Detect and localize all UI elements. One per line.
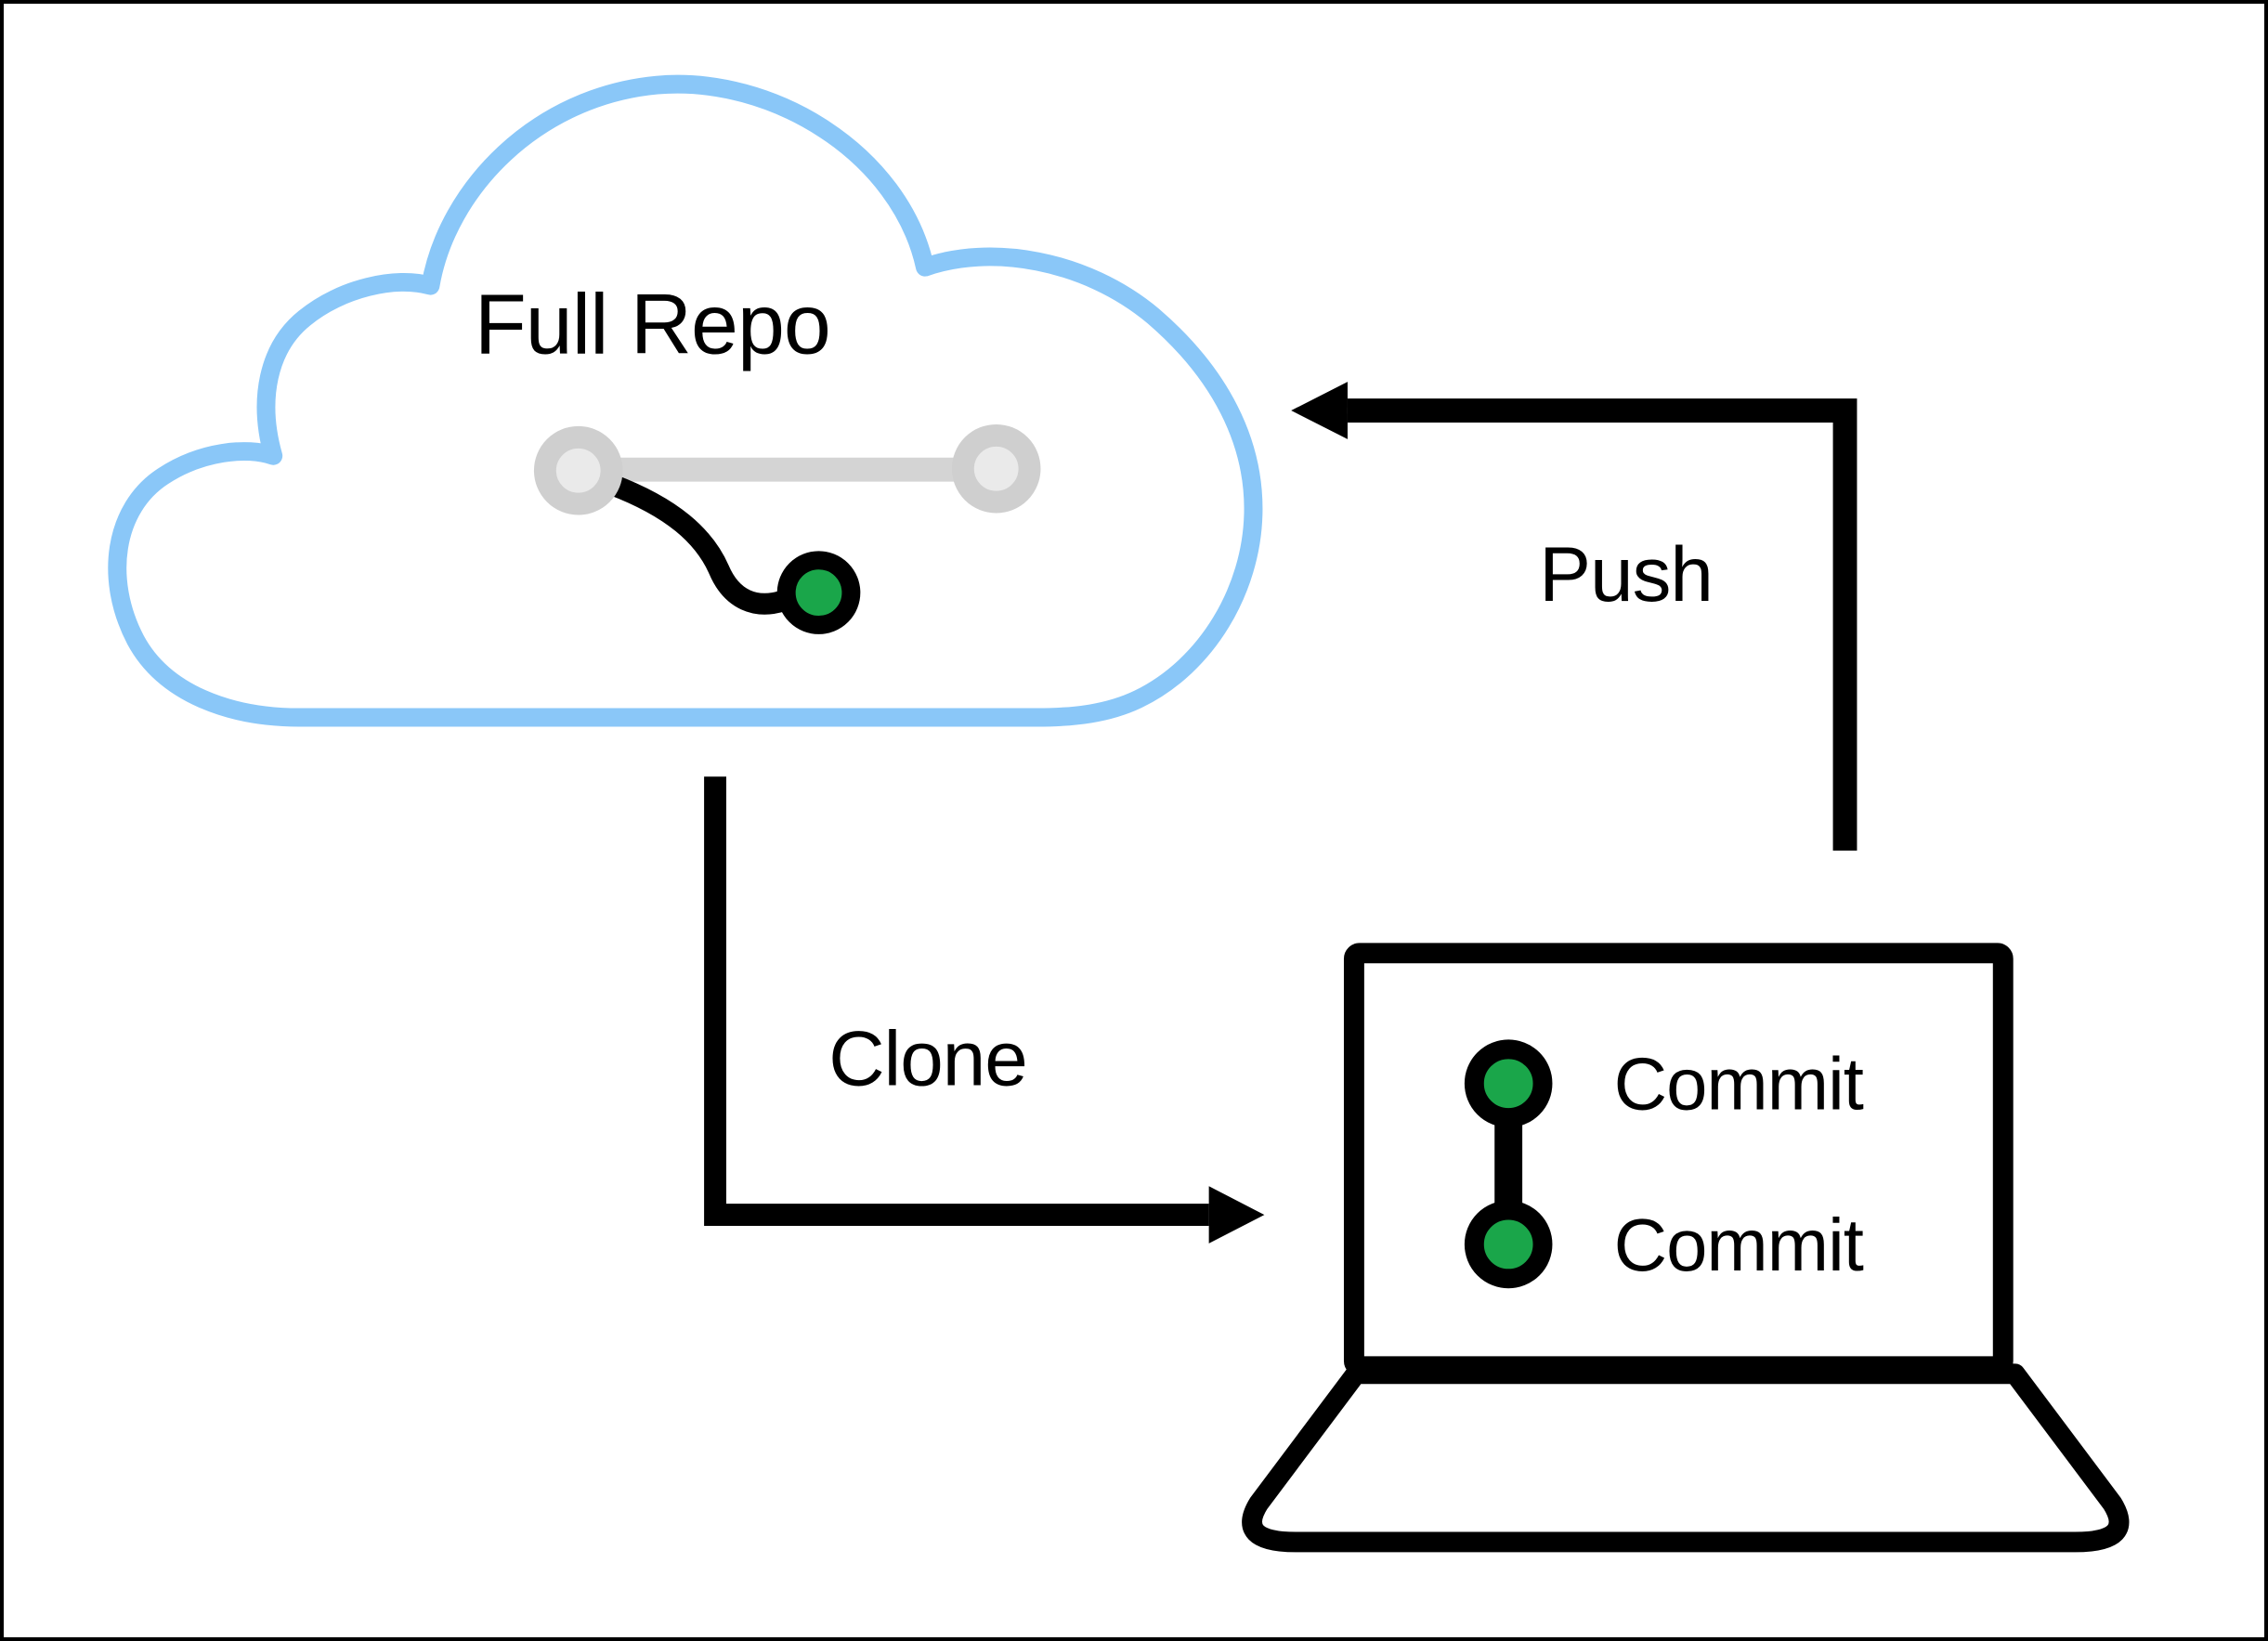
branch-node-left — [533, 425, 623, 515]
local-commit-graph: Commit Commit — [1464, 1039, 1865, 1289]
branch-head-commit-node — [776, 551, 861, 634]
laptop-base — [1242, 1363, 2130, 1553]
cloud-remote-repo: Full Repo — [108, 74, 1263, 727]
branch-node-right — [951, 423, 1041, 514]
commit-node-bottom — [1464, 1200, 1553, 1289]
push-arrow: Push — [1291, 382, 1857, 851]
push-arrow-head-icon — [1291, 382, 1348, 439]
git-workflow-diagram: Full Repo Push Clone — [108, 74, 2130, 1553]
push-arrow-line — [1347, 398, 1857, 851]
branch-curve — [601, 474, 794, 615]
clone-arrow: Clone — [704, 776, 1265, 1244]
git-branch-icon — [533, 423, 1041, 634]
commit-label-top: Commit — [1614, 1043, 1864, 1126]
clone-arrow-head-icon — [1208, 1186, 1265, 1244]
cloud-icon — [108, 74, 1263, 727]
clone-arrow-line — [704, 776, 1209, 1227]
laptop-icon: Commit Commit — [1242, 943, 2130, 1553]
cloud-title: Full Repo — [475, 277, 830, 371]
laptop-screen — [1343, 943, 2014, 1377]
push-label: Push — [1539, 530, 1713, 618]
commit-node-top — [1464, 1039, 1553, 1127]
commit-label-bottom: Commit — [1614, 1204, 1864, 1286]
clone-label: Clone — [828, 1015, 1026, 1102]
